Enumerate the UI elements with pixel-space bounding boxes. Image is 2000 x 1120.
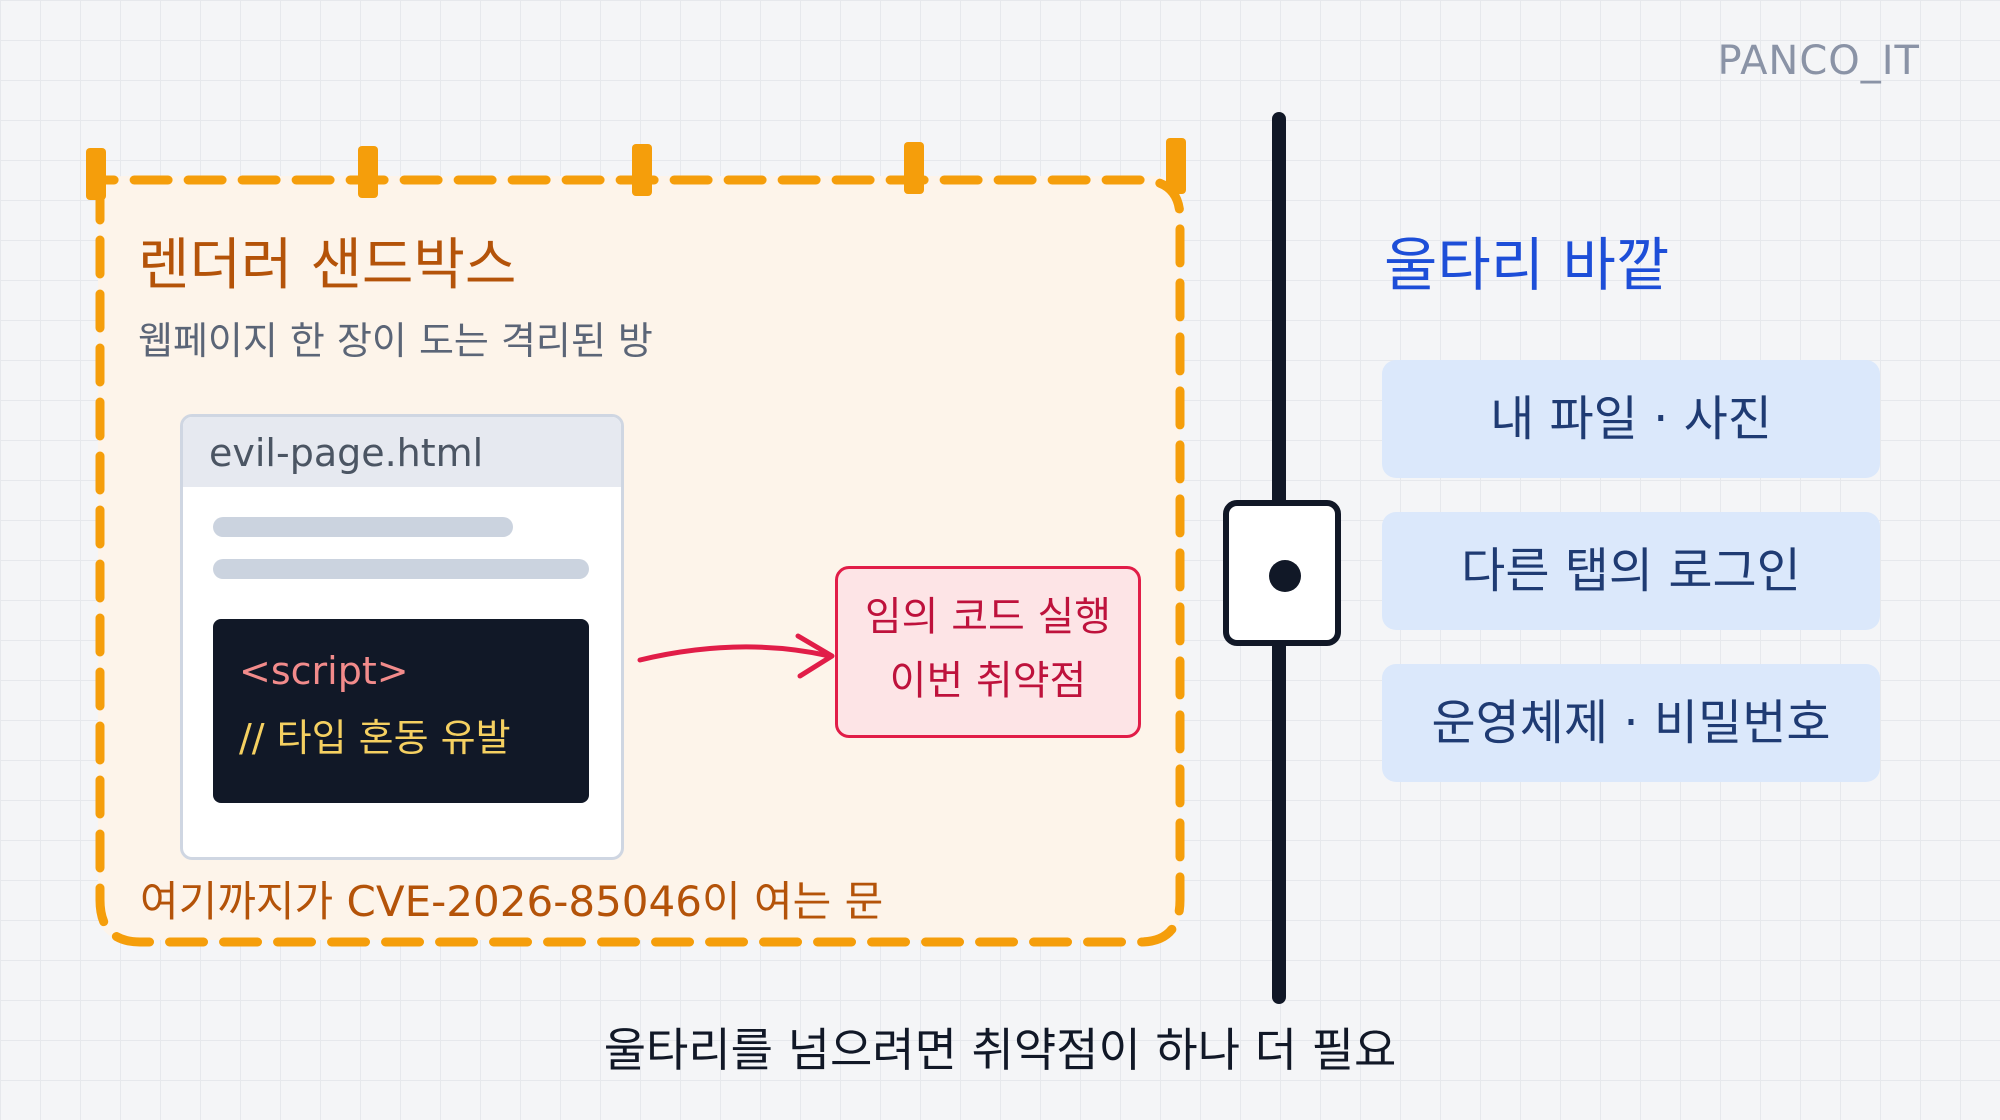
lock-icon	[1223, 500, 1341, 646]
exploit-note: 이번 취약점	[889, 658, 1087, 704]
file-card: evil-page.html <script> // 타입 혼동 유발	[180, 414, 624, 860]
code-line-comment: // 타입 혼동 유발	[239, 716, 511, 760]
fence-post-icon	[358, 146, 378, 198]
sandbox-title: 렌더러 샌드박스	[138, 233, 517, 298]
arrow-head-icon	[795, 633, 835, 679]
exploit-label: 임의 코드 실행	[864, 594, 1112, 640]
text-line-placeholder	[213, 559, 589, 579]
exploit-arrow	[637, 644, 833, 663]
code-block: <script> // 타입 혼동 유발	[213, 619, 589, 803]
file-tab: evil-page.html	[183, 417, 621, 487]
code-line-script: <script>	[239, 649, 409, 693]
outside-item: 내 파일 · 사진	[1382, 360, 1880, 478]
fence-post-icon	[1166, 138, 1186, 194]
text-line-placeholder	[213, 517, 513, 537]
fence-post-icon	[632, 144, 652, 196]
fence-post-icon	[904, 142, 924, 194]
keyhole-icon	[1269, 560, 1301, 592]
outside-title: 울타리 바깥	[1384, 231, 1670, 299]
file-name: evil-page.html	[209, 431, 484, 475]
sandbox-footer: 여기까지가 CVE-2026-85046이 여는 문	[140, 877, 884, 926]
fence-post-icon	[86, 148, 106, 200]
outside-item: 다른 탭의 로그인	[1382, 512, 1880, 630]
bottom-caption: 울타리를 넘으려면 취약점이 하나 더 필요	[603, 1023, 1397, 1077]
brand-label: PANCO_IT	[1717, 38, 1920, 84]
sandbox-subtitle: 웹페이지 한 장이 도는 격리된 방	[138, 319, 653, 363]
exploit-box: 임의 코드 실행 이번 취약점	[835, 566, 1141, 738]
outside-item: 운영체제 · 비밀번호	[1382, 664, 1880, 782]
